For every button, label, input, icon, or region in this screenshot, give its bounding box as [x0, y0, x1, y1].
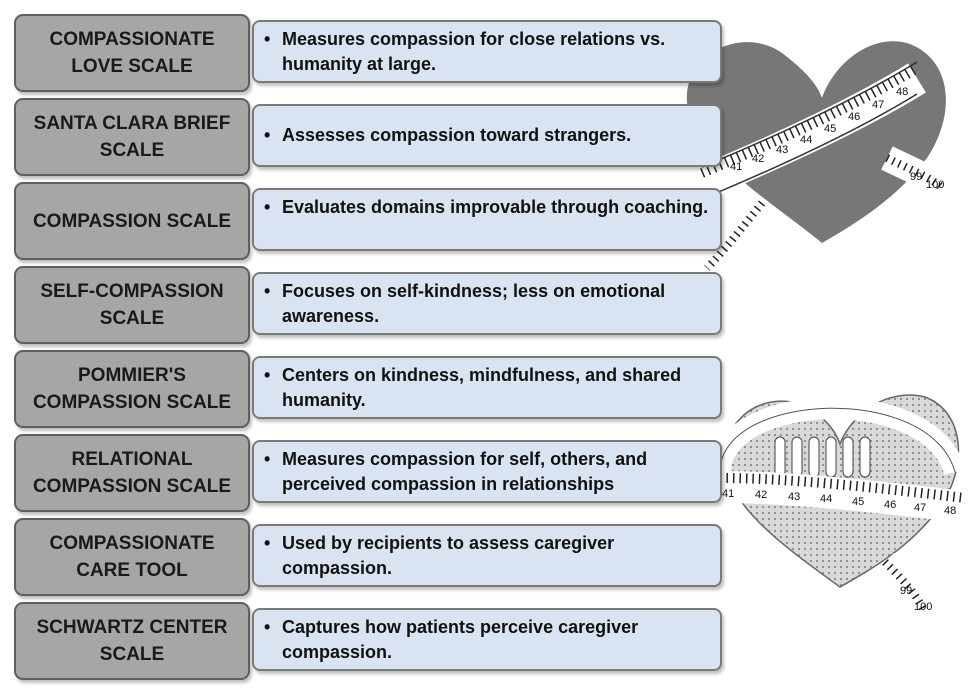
scale-row-self-compassion: SELF-COMPASSION SCALE • Focuses on self-…	[14, 266, 724, 344]
scale-description-box: • Assesses compassion toward strangers.	[252, 104, 722, 167]
tape-number: 100	[926, 179, 944, 191]
scale-description-box: • Used by recipients to assess caregiver…	[252, 524, 722, 587]
scale-row-pommiers: POMMIER'S COMPASSION SCALE • Centers on …	[14, 350, 724, 428]
tape-number: 43	[776, 144, 788, 156]
scale-name: SANTA CLARA BRIEF SCALE	[14, 98, 250, 176]
scale-name: COMPASSIONATE CARE TOOL	[14, 518, 250, 596]
heart-tape-illustration-bottom: 41 42 43 44 45 46 47 48 99 100	[709, 394, 967, 619]
tape-number: 99	[900, 585, 912, 597]
scale-row-compassionate-love: COMPASSIONATE LOVE SCALE • Measures comp…	[14, 14, 724, 92]
scale-description: Centers on kindness, mindfulness, and sh…	[282, 365, 682, 410]
tape-number: 41	[722, 488, 734, 500]
tape-number: 44	[820, 493, 832, 505]
scale-description-box: • Captures how patients perceive caregiv…	[252, 608, 722, 671]
tape-number: 43	[788, 491, 800, 503]
tape-number: 44	[800, 134, 812, 146]
bullet-icon: •	[264, 197, 271, 217]
tape-number: 46	[884, 499, 896, 511]
scale-name: SCHWARTZ CENTER SCALE	[14, 602, 250, 680]
bullet-icon: •	[264, 449, 271, 469]
tape-number: 47	[914, 502, 926, 514]
bullet-icon: •	[264, 125, 271, 145]
tape-number: 100	[914, 601, 932, 613]
heart-tape-illustration-top: 41 42 43 44 45 46 47 48 99 100	[686, 41, 952, 278]
tape-number: 47	[872, 99, 884, 111]
scale-description-box: • Measures compassion for self, others, …	[252, 440, 722, 503]
scale-name: SELF-COMPASSION SCALE	[14, 266, 250, 344]
scale-name: RELATIONAL COMPASSION SCALE	[14, 434, 250, 512]
scale-row-santa-clara: SANTA CLARA BRIEF SCALE • Assesses compa…	[14, 98, 724, 176]
bullet-icon: •	[264, 281, 271, 301]
scale-name: POMMIER'S COMPASSION SCALE	[14, 350, 250, 428]
tape-number: 42	[755, 489, 767, 501]
tape-number: 41	[730, 161, 742, 173]
scale-description: Evaluates domains improvable through coa…	[282, 197, 709, 217]
scale-description-box: • Focuses on self-kindness; less on emot…	[252, 272, 722, 335]
scale-description-box: • Evaluates domains improvable through c…	[252, 188, 722, 251]
scale-description: Measures compassion for self, others, an…	[282, 449, 648, 494]
scale-description-box: • Measures compassion for close relation…	[252, 20, 722, 83]
scale-description-box: • Centers on kindness, mindfulness, and …	[252, 356, 722, 419]
tape-number: 48	[896, 86, 908, 98]
tape-number: 99	[910, 171, 922, 183]
tape-number: 48	[944, 505, 956, 517]
bullet-icon: •	[264, 533, 271, 553]
scale-description: Assesses compassion toward strangers.	[282, 125, 632, 145]
tape-number: 46	[848, 111, 860, 123]
bullet-icon: •	[264, 29, 271, 49]
tape-number: 42	[752, 153, 764, 165]
scale-row-schwartz-center: SCHWARTZ CENTER SCALE • Captures how pat…	[14, 602, 724, 680]
scale-name: COMPASSION SCALE	[14, 182, 250, 260]
scale-description: Captures how patients perceive caregiver…	[282, 617, 639, 662]
scale-row-relational: RELATIONAL COMPASSION SCALE • Measures c…	[14, 434, 724, 512]
scale-description: Focuses on self-kindness; less on emotio…	[282, 281, 666, 326]
scale-name: COMPASSIONATE LOVE SCALE	[14, 14, 250, 92]
scale-description: Measures compassion for close relations …	[282, 29, 666, 74]
bullet-icon: •	[264, 365, 271, 385]
scale-row-compassionate-care: COMPASSIONATE CARE TOOL • Used by recipi…	[14, 518, 724, 596]
scale-description: Used by recipients to assess caregiver c…	[282, 533, 615, 578]
tape-number: 45	[824, 123, 836, 135]
scale-row-compassion-scale: COMPASSION SCALE • Evaluates domains imp…	[14, 182, 724, 260]
tape-number: 45	[852, 496, 864, 508]
bullet-icon: •	[264, 617, 271, 637]
